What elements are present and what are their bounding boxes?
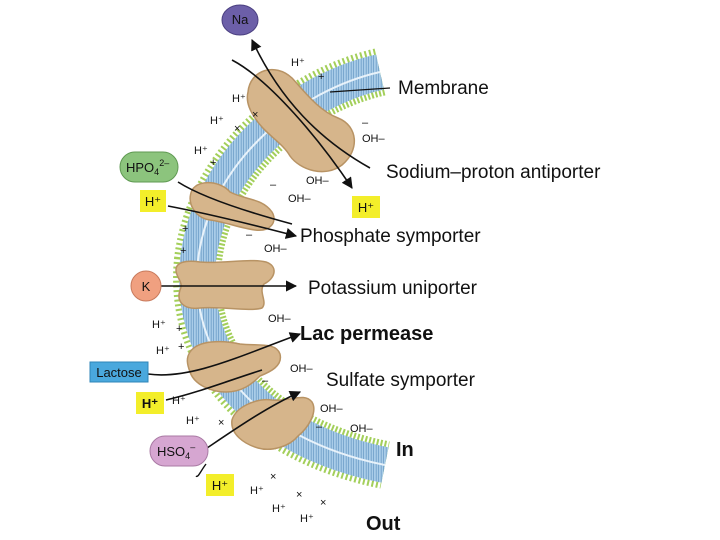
svg-text:–: – [246, 229, 253, 241]
phosphate-symporter-label: Phosphate symporter [300, 226, 481, 247]
potassium-uniporter-protein [175, 259, 275, 311]
lactose-arrow [147, 332, 302, 376]
k-ion: K [130, 270, 162, 302]
svg-text:H⁺: H⁺ [145, 194, 161, 209]
svg-text:H⁺: H⁺ [250, 485, 264, 497]
svg-text:H⁺: H⁺ [300, 513, 314, 525]
svg-text:OH–: OH– [306, 175, 330, 187]
lactose-h-box: H⁺ [136, 392, 164, 414]
hpo4-path [177, 181, 293, 225]
svg-text:+: + [180, 245, 186, 257]
svg-text:OH–: OH– [350, 423, 374, 435]
svg-text:–: – [316, 421, 323, 433]
hpo4-label: HPO [126, 160, 154, 175]
svg-text:OH–: OH– [320, 403, 344, 415]
hpo4-h-box: H⁺ [140, 190, 166, 212]
svg-text:H⁺: H⁺ [210, 115, 224, 127]
svg-text:+: + [210, 157, 216, 169]
na-ion: Na [221, 4, 259, 36]
hso4-ion: HSO4– [149, 435, 209, 467]
svg-text:H⁺: H⁺ [358, 200, 374, 215]
svg-text:+: + [178, 341, 184, 353]
lactose-label: Lactose [96, 365, 142, 380]
sulfate-h-path [195, 463, 207, 478]
svg-text:H⁺: H⁺ [194, 145, 208, 157]
in-label: In [396, 439, 414, 461]
sulfate-symporter-protein [231, 396, 315, 450]
svg-text:–: – [362, 117, 369, 129]
antiporter-h-box: H⁺ [352, 196, 380, 218]
transport-arrows [147, 38, 371, 478]
sulfate-symporter-label: Sulfate symporter [326, 370, 476, 391]
svg-text:–: – [262, 375, 269, 387]
svg-text:HPO42–: HPO42– [126, 158, 169, 177]
svg-text:×: × [296, 489, 302, 501]
h-influx-arrow [231, 59, 353, 189]
svg-text:H⁺: H⁺ [172, 395, 186, 407]
hpo4-ion: HPO42– [119, 151, 179, 183]
svg-text:×: × [234, 123, 240, 135]
phosphate-arrow [167, 205, 298, 239]
svg-text:H⁺: H⁺ [152, 319, 166, 331]
svg-text:H⁺: H⁺ [272, 503, 286, 515]
svg-text:+: + [176, 323, 182, 335]
sulfate-h-box: H⁺ [206, 474, 234, 496]
na-label: Na [232, 12, 249, 27]
svg-text:+: + [318, 71, 324, 83]
svg-text:H⁺: H⁺ [291, 57, 305, 69]
lactose-box: Lactose [89, 361, 149, 383]
out-label: Out [366, 513, 401, 535]
svg-text:OH–: OH– [264, 243, 288, 255]
svg-text:OH–: OH– [290, 363, 314, 375]
membrane-leader [329, 87, 391, 93]
svg-text:–: – [270, 179, 277, 191]
lac-permease-label: Lac permease [300, 323, 433, 345]
svg-text:×: × [218, 417, 224, 429]
svg-text:H⁺: H⁺ [142, 396, 158, 411]
svg-text:+: + [182, 223, 188, 235]
svg-text:H⁺: H⁺ [186, 415, 200, 427]
svg-text:OH–: OH– [362, 133, 386, 145]
svg-text:×: × [270, 471, 276, 483]
hso4-label: HSO [157, 444, 185, 459]
svg-text:×: × [252, 109, 258, 121]
potassium-uniporter-label: Potassium uniporter [308, 278, 478, 299]
na-efflux-arrow [251, 38, 371, 169]
svg-text:HSO4–: HSO4– [157, 442, 195, 461]
svg-text:OH–: OH– [268, 313, 292, 325]
ion-markers: H⁺ + H⁺ × H⁺ × H⁺ + – OH– OH– OH– – + + … [152, 57, 386, 525]
membrane-label: Membrane [398, 78, 489, 99]
k-label: K [142, 279, 151, 294]
lac-h-path [165, 369, 263, 401]
svg-text:OH–: OH– [288, 193, 312, 205]
sodium-proton-antiporter-label: Sodium–proton antiporter [386, 162, 601, 183]
svg-text:H⁺: H⁺ [156, 345, 170, 357]
svg-text:×: × [320, 497, 326, 509]
svg-text:H⁺: H⁺ [232, 93, 246, 105]
svg-text:H⁺: H⁺ [212, 478, 228, 493]
